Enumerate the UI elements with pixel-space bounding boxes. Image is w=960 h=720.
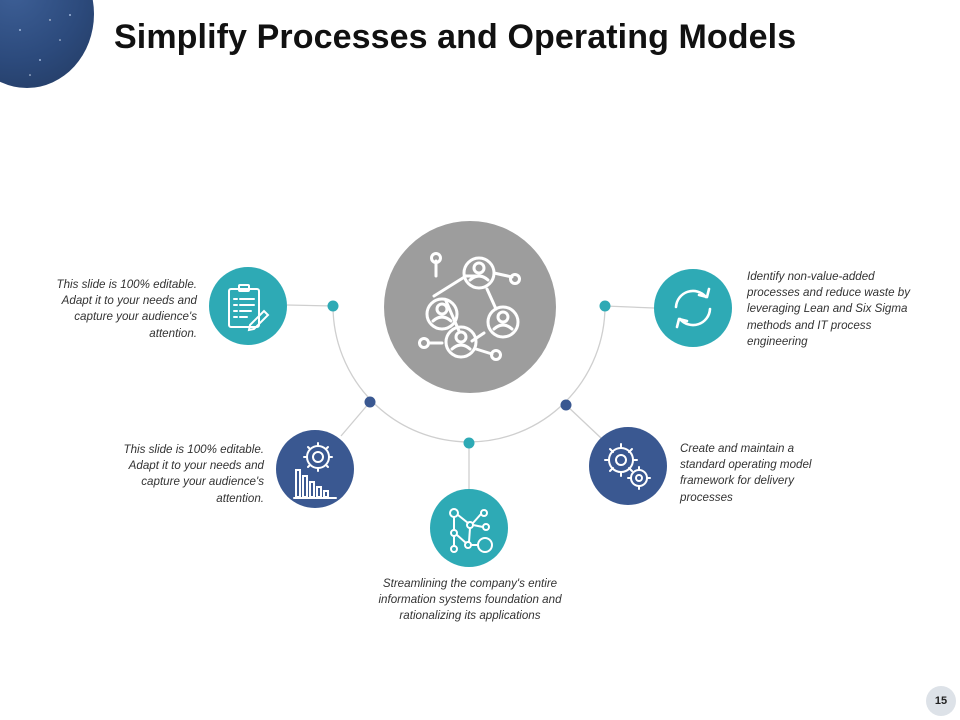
node-bottom-right [589,427,667,505]
clipboard-pencil-icon [228,284,270,332]
page-number-badge: 15 [926,686,956,716]
arc-dot-bottom-right [560,399,572,411]
text-bottom-left: This slide is 100% editable. Adapt it to… [123,443,265,505]
node-top-right [654,269,732,347]
arc-dot-bottom-center [463,437,475,449]
text-top-right: Identify non-value-added processes and r… [747,270,911,348]
refresh-cycle-icon [674,287,712,329]
connector-top-right [604,305,655,309]
node-bottom-center [430,489,508,567]
flowchart-nodes-icon [449,508,493,553]
connector-top-left [286,304,334,307]
center-hub-circle [384,221,556,393]
text-top-left: This slide is 100% editable. Adapt it to… [56,278,198,340]
connector-bottom-right [565,404,602,439]
arc-dot-top-right [599,300,611,312]
gears-icon [604,443,651,490]
node-bottom-left [276,430,354,508]
node-top-left [209,267,287,345]
arc-dot-bottom-left [364,396,376,408]
arc-dot-top-left [327,300,339,312]
slide-title: Simplify Processes and Operating Models [114,18,797,56]
star-dots [19,14,71,76]
gear-bar-chart-icon [293,442,337,499]
people-network-icon [418,252,521,361]
text-bottom-center: Streamlining the company's entire inform… [378,577,562,623]
text-bottom-right: Create and maintain a standard operating… [680,442,812,504]
connector-bottom-left [340,401,371,437]
